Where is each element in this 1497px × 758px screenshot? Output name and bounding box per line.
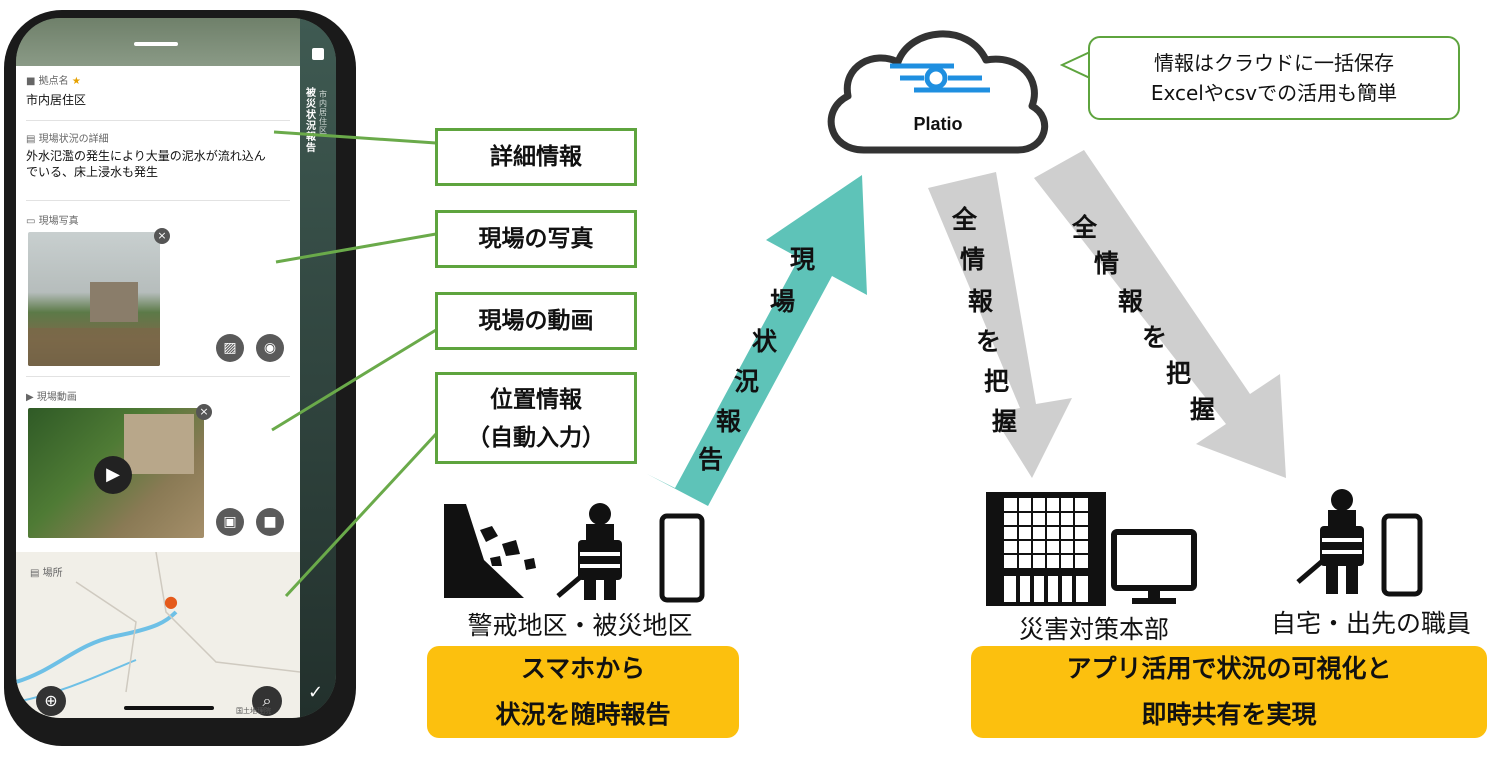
tag-icon: ■ — [26, 76, 39, 87]
field-label-video: ▶ 現場動画 — [26, 392, 77, 403]
share-down-arrow-1 — [928, 172, 1072, 478]
summary-right: アプリ活用で状況の可視化と 即時共有を実現 — [971, 646, 1487, 738]
side-subtitle: 市内居住区 — [319, 90, 327, 135]
copy-icon[interactable] — [312, 48, 324, 60]
report-form: ■ 拠点名 ★ 市内居住区 ▤ 現場状況の詳細 外水氾濫の発生により大量の泥水が… — [16, 66, 300, 552]
cloud-info-bubble: 情報はクラウドに一括保存 Excelやcsvでの活用も簡単 — [1088, 36, 1460, 120]
label-location: 位置情報 （自動入力） — [435, 372, 637, 464]
check-icon[interactable]: ✓ — [308, 682, 324, 703]
field-label-location: ▤ 場所 — [30, 568, 63, 579]
locate-button[interactable]: ⊕ — [36, 686, 66, 716]
arrow-down-char: 握 — [992, 407, 1018, 436]
detail-line-2: でいる、床上浸水も発生 — [26, 165, 159, 179]
disaster-area-icons — [444, 503, 705, 603]
smartphone-icon — [1381, 513, 1423, 597]
share-down-arrow-2 — [1034, 150, 1286, 478]
arrow-down-char: を — [976, 327, 1002, 356]
divider — [26, 200, 290, 201]
field-label-detail: ▤ 現場状況の詳細 — [26, 134, 109, 145]
field-value-detail[interactable]: 外水氾濫の発生により大量の泥水が流れ込ん でいる、床上浸水も発生 — [26, 148, 296, 180]
firefighter-icon — [556, 503, 622, 600]
arrow-down-char: 情 — [1094, 249, 1120, 278]
arrow-up-char: 場 — [770, 287, 796, 316]
summary-right-line1: アプリ活用で状況の可視化と — [1066, 654, 1392, 683]
label-detail: 詳細情報 — [435, 128, 637, 186]
site-photo[interactable] — [28, 232, 160, 366]
firefighter-icon — [1296, 489, 1364, 594]
arrow-down-char: 把 — [984, 367, 1010, 396]
arrow-up-char: 況 — [734, 367, 760, 396]
bubble-line-1: 情報はクラウドに一括保存 — [1154, 51, 1394, 75]
arrow-down-char: 全 — [952, 205, 978, 234]
divider — [26, 376, 290, 377]
arrow-down-char: 報 — [1118, 287, 1144, 316]
map-pin-icon[interactable]: ● — [164, 592, 178, 611]
arrow-down-char: 把 — [1166, 359, 1192, 388]
play-icon[interactable]: ▶ — [94, 456, 132, 494]
arrow-down-char: 全 — [1072, 213, 1098, 242]
arrow-up-char: 状 — [752, 327, 778, 356]
arrow-up-char: 現 — [790, 245, 816, 274]
camera-button[interactable]: ◉ — [256, 334, 284, 362]
field-label-site: ■ 拠点名 ★ — [26, 76, 81, 87]
video-library-button[interactable]: ▣ — [216, 508, 244, 536]
map-rivers — [16, 551, 301, 703]
summary-left-line1: スマホから — [520, 654, 646, 683]
label-location-line2: （自動入力） — [467, 425, 605, 451]
video-icon: ▶ — [26, 392, 37, 403]
summary-left-line2: 状況を随時報告 — [495, 700, 671, 729]
map-search-button[interactable]: ⌕ — [252, 686, 282, 716]
platio-logo-icon — [890, 63, 990, 93]
side-title: 被災状況報告 — [306, 88, 316, 154]
bubble-tail-cover — [1090, 52, 1120, 92]
caption-hq: 災害対策本部 — [1018, 615, 1169, 644]
home-indicator — [124, 706, 214, 710]
remove-video-icon[interactable]: × — [196, 404, 212, 420]
detail-line-1: 外水氾濫の発生により大量の泥水が流れ込ん — [26, 149, 266, 163]
label-location-line1: 位置情報 — [490, 387, 582, 413]
field-value-site[interactable]: 市内居住区 — [26, 93, 87, 107]
summary-left: スマホから 状況を随時報告 — [427, 646, 739, 738]
summary-right-line2: 即時共有を実現 — [1141, 700, 1317, 729]
map-credit: 国土地理院 — [236, 707, 271, 715]
video-camera-button[interactable]: ■ — [256, 508, 284, 536]
location-map[interactable]: ▤ 場所 ● ⊕ ⌕ 国土地理院 — [16, 551, 301, 718]
building-icon — [986, 492, 1106, 606]
arrow-down-char: 握 — [1190, 395, 1216, 424]
building-shape — [124, 414, 194, 474]
house-shape — [90, 282, 138, 322]
caption-disaster-area: 警戒地区・被災地区 — [467, 611, 693, 640]
image-icon: ▭ — [26, 216, 39, 227]
monitor-icon — [1111, 529, 1197, 604]
report-up-arrow — [647, 175, 867, 506]
staff-icons — [1296, 489, 1423, 597]
arrow-down-char: を — [1142, 323, 1168, 352]
label-photo: 現場の写真 — [435, 210, 637, 268]
arrow-up-char: 報 — [716, 407, 742, 436]
document-icon: ▤ — [26, 134, 39, 145]
remove-photo-icon[interactable]: × — [154, 228, 170, 244]
platio-brand: Platio — [913, 114, 963, 134]
flood-water — [28, 328, 160, 366]
smartphone-icon — [659, 513, 705, 603]
bubble-line-2: Excelやcsvでの活用も簡単 — [1150, 81, 1398, 105]
phone-screen: 被災状況報告 市内居住区 ✓ ■ 拠点名 ★ 市内居住区 ▤ 現場状況の詳細 外… — [16, 18, 336, 718]
arrow-down-char: 報 — [968, 287, 994, 316]
arrow-down-char: 情 — [960, 245, 986, 274]
hq-icons — [986, 492, 1197, 606]
site-video[interactable]: ▶ — [28, 408, 204, 538]
cloud-icon — [827, 30, 1049, 154]
label-video: 現場の動画 — [435, 292, 637, 350]
drag-handle[interactable] — [134, 42, 178, 46]
divider — [26, 120, 290, 121]
arrow-up-char: 告 — [698, 445, 724, 474]
caption-staff: 自宅・出先の職員 — [1270, 609, 1471, 638]
gallery-button[interactable]: ▨ — [216, 334, 244, 362]
map-icon: ▤ — [30, 568, 43, 579]
field-label-photo: ▭ 現場写真 — [26, 216, 79, 227]
landslide-icon — [444, 504, 536, 598]
